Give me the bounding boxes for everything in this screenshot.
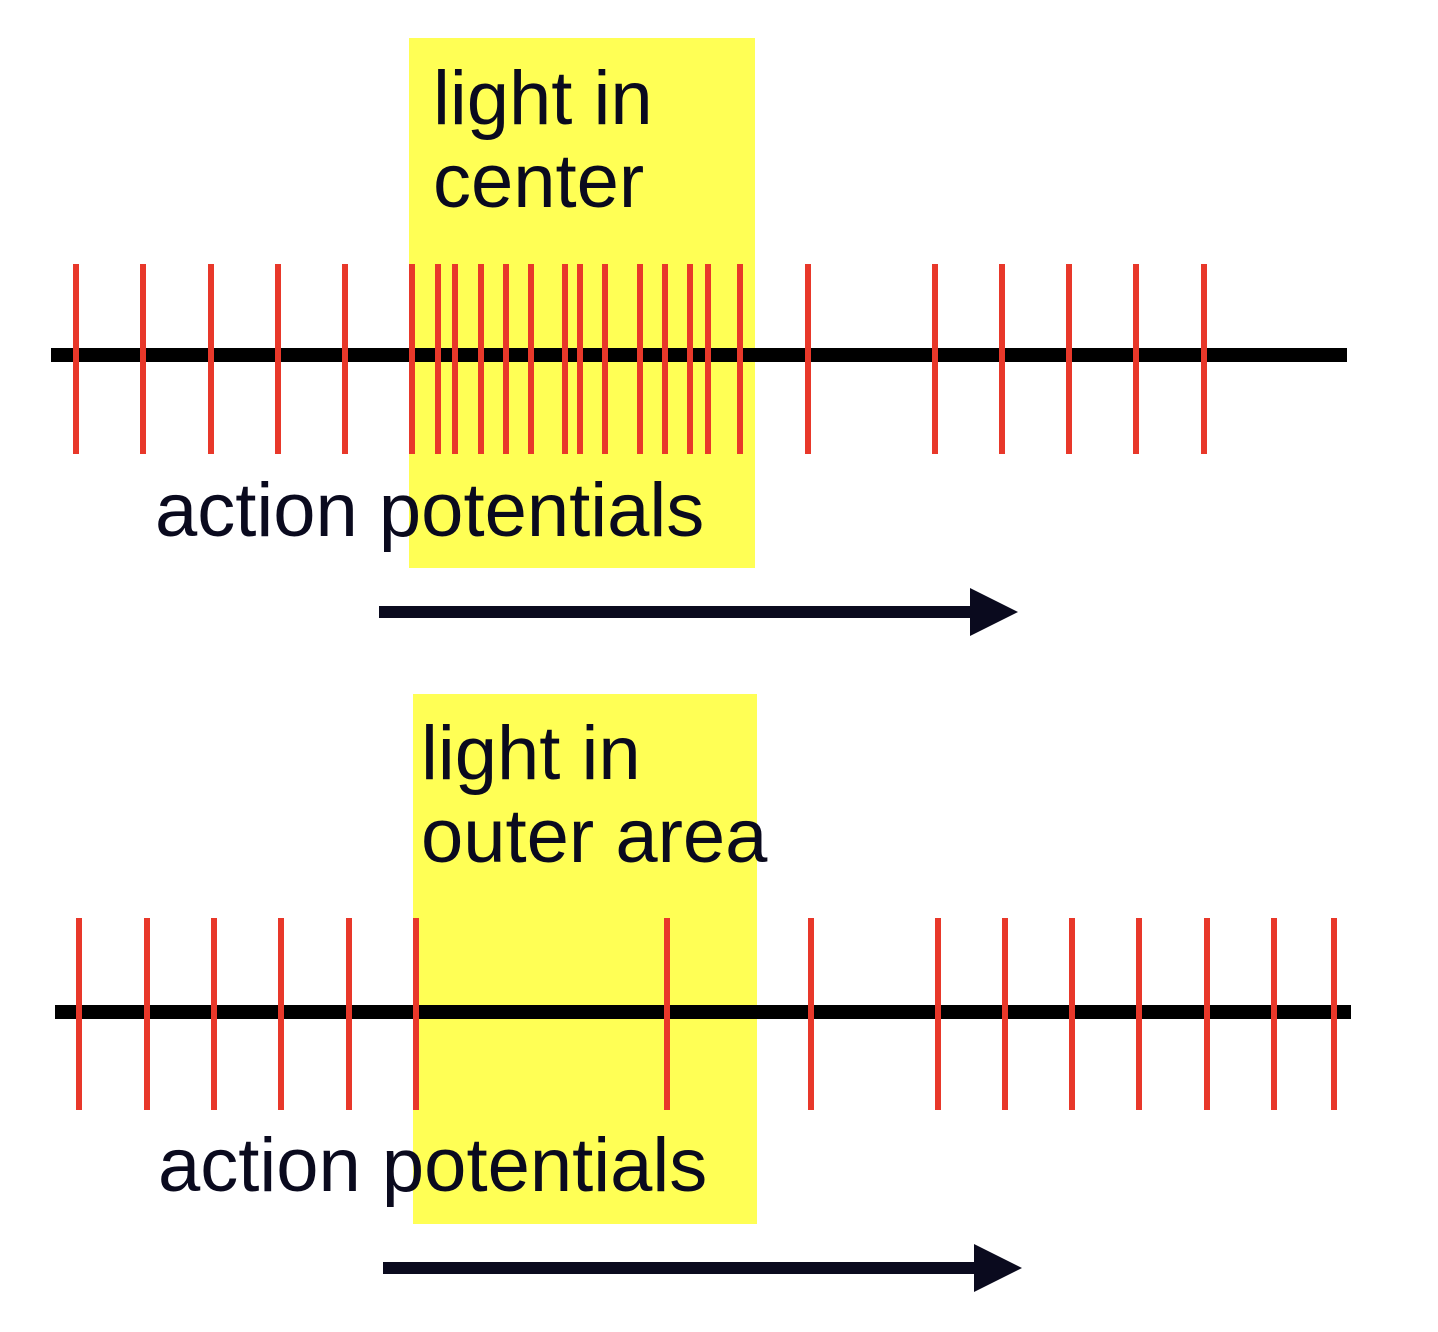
panel-center: light in center action potentials — [51, 38, 1347, 636]
arrow-head — [970, 588, 1018, 636]
panel-outer: light in outer area action potentials — [55, 694, 1351, 1292]
spike-train — [76, 918, 1337, 1110]
caption: action potentials — [158, 1123, 707, 1208]
stimulus-label-line2: outer area — [421, 794, 768, 879]
stimulus-label-line2: center — [433, 139, 644, 224]
light-stimulus-region — [413, 694, 757, 1224]
arrow-head — [974, 1244, 1022, 1292]
stimulus-label-line1: light in — [433, 56, 653, 141]
time-arrow — [383, 1244, 1022, 1292]
spike-train — [73, 264, 1207, 454]
time-arrow — [379, 588, 1018, 636]
caption: action potentials — [155, 468, 704, 553]
stimulus-label-line1: light in — [421, 711, 641, 796]
